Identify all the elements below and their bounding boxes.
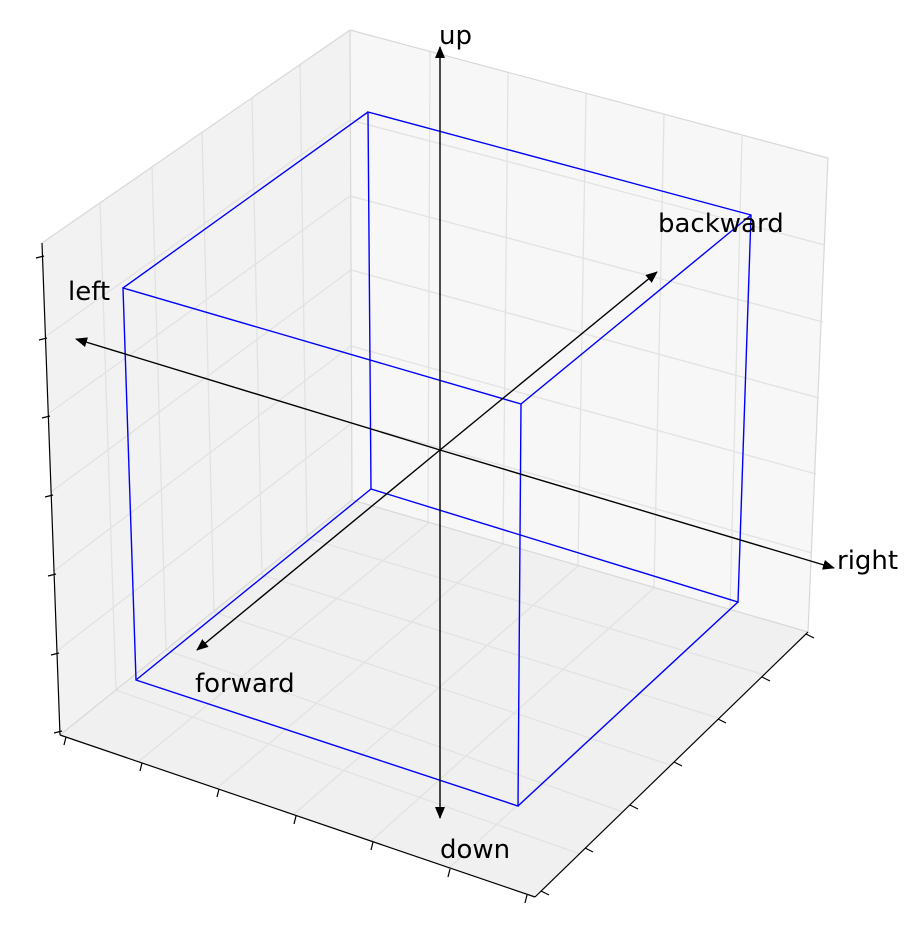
- back-pane: [350, 30, 828, 632]
- label-forward: forward: [195, 669, 295, 699]
- label-down: down: [440, 835, 510, 865]
- axis-ticks: [35, 255, 815, 904]
- label-left: left: [68, 277, 110, 307]
- label-backward: backward: [658, 209, 784, 239]
- label-up: up: [439, 21, 472, 51]
- floor-pane: [60, 500, 808, 897]
- cube-edge-bottom-left: [135, 488, 372, 681]
- direction-arrows: [75, 46, 835, 819]
- arrow-left: [75, 337, 441, 451]
- cube-edge-top-left: [122, 111, 369, 289]
- arrow-right: [439, 449, 835, 570]
- cube-edge-top-right: [520, 214, 752, 405]
- cube-wireframe: [122, 111, 752, 807]
- grid-lines: [44, 51, 826, 870]
- cube-edge-bottom-right: [517, 601, 739, 807]
- pane-edges: [41, 29, 829, 736]
- label-right: right: [837, 546, 898, 576]
- arrow-forward: [196, 449, 441, 651]
- left-pane: [42, 30, 352, 735]
- arrow-backward: [439, 271, 658, 451]
